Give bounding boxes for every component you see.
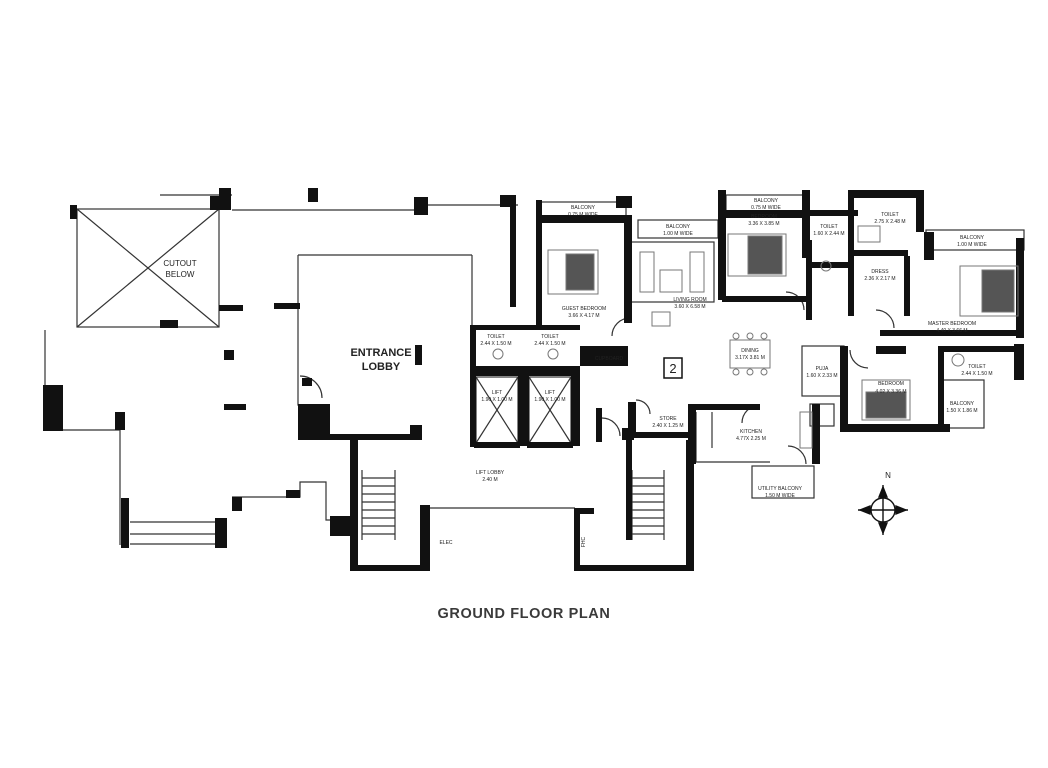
label-dress-line1: DRESS (871, 269, 889, 275)
label-guest-bedroom-line1: GUEST BEDROOM (562, 306, 606, 312)
living-furniture-zone (627, 241, 715, 303)
label-balcony-living-line2: 1.00 M WIDE (663, 231, 693, 237)
north-compass-icon (858, 485, 908, 535)
unit-number-box (663, 357, 683, 379)
label-puja-line1: PUJA (816, 366, 829, 372)
label-master-line2: 4.40 X 3.66 M (936, 328, 967, 334)
label-lift-lobby-line2: 2.40 M (482, 477, 497, 483)
label-lift1-line2: 1.90 X 1.00 M (481, 397, 512, 403)
label-cutout-line1: CUTOUT (163, 259, 196, 268)
label-toilet-a-line1: TOILET (820, 224, 837, 230)
label-balcony-master-line2: 1.00 M WIDE (957, 242, 987, 248)
unit-number: 2 (669, 361, 676, 376)
label-balcony-guest-line2: 0.75 M WIDE (568, 212, 598, 218)
label-balcony-living-line1: BALCONY (666, 224, 691, 230)
stair-right (631, 470, 665, 540)
room-labels: CUTOUT BELOW ENTRANCE LOBBY BALCONY 0.75… (163, 198, 992, 547)
label-living-line2: 3.60 X 6.58 M (674, 304, 705, 310)
stair-left (361, 470, 396, 540)
label-living-line1: LIVING ROOM (673, 297, 706, 303)
walls (43, 188, 1024, 571)
label-bedroom1-line2: 3.36 X 3.85 M (748, 221, 779, 227)
label-kitchen-line2: 4.77X 2.25 M (736, 436, 766, 442)
label-toilet-a-line2: 1.60 X 2.44 M (813, 231, 844, 237)
label-master-line1: MASTER BEDROOM (928, 321, 976, 327)
label-lift2-line1: LIFT (545, 390, 555, 396)
label-toilet-b-line2: 2.75 X 2.48 M (874, 219, 905, 225)
label-toilet-e-line1: TOILET (968, 364, 985, 370)
label-balcony-guest-line1: BALCONY (571, 205, 596, 211)
label-toilet-b-line1: TOILET (881, 212, 898, 218)
label-balcony-bed-line1: BALCONY (754, 198, 779, 204)
label-bedroom1-line1: BEDROOM (751, 214, 777, 220)
label-toilet-e-line2: 2.44 X 1.50 M (961, 371, 992, 377)
label-balcony-bed-line2: 0.75 M WIDE (751, 205, 781, 211)
label-toilet-d-line2: 2.44 X 1.50 M (534, 341, 565, 347)
cutout-box (76, 208, 220, 328)
label-utility-line1: UTILITY BALCONY (758, 486, 802, 492)
label-store-line1: STORE (659, 416, 677, 422)
label-dining-line2: 3.17X 3.81 M (735, 355, 765, 361)
label-guest-bedroom-line2: 3.66 X 4.17 M (568, 313, 599, 319)
label-store-line2: 2.40 X 1.25 M (652, 423, 683, 429)
label-bedroom2-line2: 4.02 X 3.36 M (875, 389, 906, 395)
label-toilet-c-line1: TOILET (487, 334, 504, 340)
label-utility-line2: 1.50 M WIDE (765, 493, 795, 499)
label-cutout-line2: BELOW (166, 270, 195, 279)
label-kitchen-line1: KITCHEN (740, 429, 762, 435)
label-lift1-line1: LIFT (492, 390, 502, 396)
label-lift2-line2: 1.90 X 1.00 M (534, 397, 565, 403)
plan-title: GROUND FLOOR PLAN (437, 606, 611, 622)
label-bedroom2-line1: BEDROOM (878, 381, 904, 387)
furniture (492, 225, 1019, 449)
label-balcony-sw-line1: BALCONY (950, 401, 975, 407)
label-entrance-line2: LOBBY (362, 361, 401, 373)
label-balcony-sw-line2: 1.50 X 1.86 M (946, 408, 977, 414)
label-toilet-c-line2: 2.44 X 1.50 M (480, 341, 511, 347)
cutout-diagonal-2 (76, 208, 220, 328)
label-toilet-d-line1: TOILET (541, 334, 558, 340)
label-fhc: FHC (581, 536, 587, 547)
label-entrance-line1: ENTRANCE (350, 347, 411, 359)
label-elec: ELEC (439, 540, 452, 546)
label-lift-lobby-line1: LIFT LOBBY (476, 470, 505, 476)
label-balcony-master-line1: BALCONY (960, 235, 985, 241)
label-puja-line2: 1.60 X 2.33 M (806, 373, 837, 379)
compass-north-label: N (885, 471, 891, 480)
label-dress-line2: 2.36 X 2.17 M (864, 276, 895, 282)
label-dining-line1: DINING (741, 348, 759, 354)
label-cupboard: CUPBOARD (595, 356, 624, 362)
